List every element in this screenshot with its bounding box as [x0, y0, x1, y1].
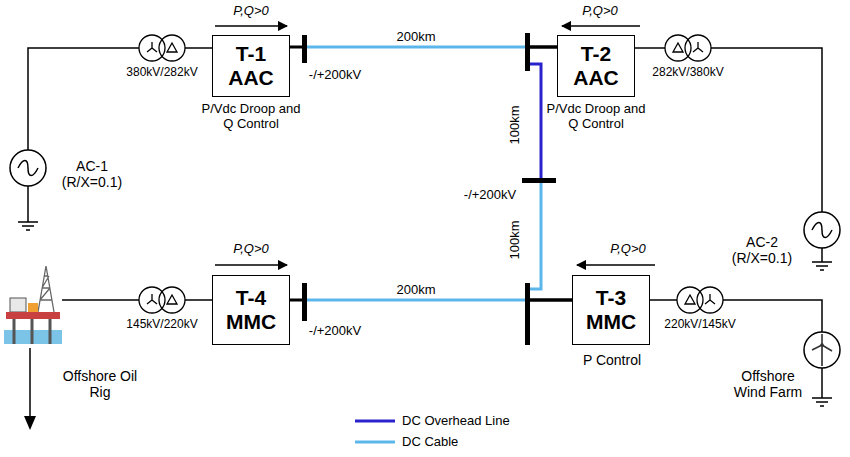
dc-voltage-label: -/+200kV	[309, 324, 361, 339]
converter-box: T-4MMC	[212, 275, 290, 345]
power-direction-label: P,Q>0	[233, 242, 269, 257]
oil-rig-icon	[4, 266, 62, 344]
load-arrow	[24, 348, 36, 430]
converter-type: MMC	[226, 310, 276, 334]
dc-line-segment	[527, 289, 572, 300]
dc-line-segment	[305, 46, 527, 49]
control-mode-label: P Control	[583, 352, 641, 368]
ac-wire	[28, 48, 822, 398]
converter-type: MMC	[586, 310, 636, 334]
terminal-name: T-4	[236, 286, 266, 310]
dc-line-segment	[305, 299, 527, 302]
converter-box: T-2AAC	[557, 35, 635, 97]
transformer-rating: 282kV/380kV	[652, 66, 723, 80]
converter-box: T-3MMC	[572, 275, 650, 345]
converter-box: T-1AAC	[212, 35, 290, 97]
converter-type: AAC	[228, 66, 274, 90]
transformer-rating: 220kV/145kV	[664, 318, 735, 332]
ground-symbol	[18, 222, 832, 406]
dc-line-segment	[527, 183, 541, 289]
ac-source-symbol	[10, 150, 840, 248]
source-label: Offshore Wind Farm	[726, 368, 810, 400]
wind-farm-symbol	[804, 332, 840, 368]
line-length-label: 200km	[394, 282, 437, 297]
dc-voltage-label: -/+200kV	[309, 68, 361, 83]
legend-sample	[355, 421, 395, 442]
legend-text: DC Cable	[402, 434, 458, 449]
line-length-label: 200km	[394, 29, 437, 44]
transformer-rating: 145kV/220kV	[126, 318, 197, 332]
line-length-label: 100km	[508, 105, 523, 144]
control-mode-label: P/Vdc Droop and Q Control	[199, 102, 303, 132]
dc-line-segment	[527, 64, 541, 178]
ac-grid-label: AC-2 (R/X=0.1)	[720, 234, 804, 266]
converter-type: AAC	[573, 66, 619, 90]
terminal-name: T-2	[581, 42, 611, 66]
dc-line-segment	[527, 47, 557, 64]
power-direction-label: P,Q>0	[610, 242, 646, 257]
terminal-name: T-1	[236, 42, 266, 66]
load-label: Offshore Oil Rig	[60, 368, 140, 400]
dc-bus	[302, 33, 556, 345]
ac-grid-label: AC-1 (R/X=0.1)	[50, 158, 134, 190]
line-length-label: 100km	[508, 220, 523, 259]
dc-voltage-label: -/+200kV	[464, 188, 516, 203]
control-mode-label: P/Vdc Droop and Q Control	[544, 102, 648, 132]
terminal-name: T-3	[596, 286, 626, 310]
dc-link	[290, 47, 557, 48]
power-direction-label: P,Q>0	[582, 4, 618, 19]
legend-text: DC Overhead Line	[402, 413, 510, 428]
transformer-symbol	[139, 35, 723, 313]
power-direction-label: P,Q>0	[233, 4, 269, 19]
transformer-rating: 380kV/282kV	[126, 66, 197, 80]
dc-line-segment	[527, 299, 572, 302]
